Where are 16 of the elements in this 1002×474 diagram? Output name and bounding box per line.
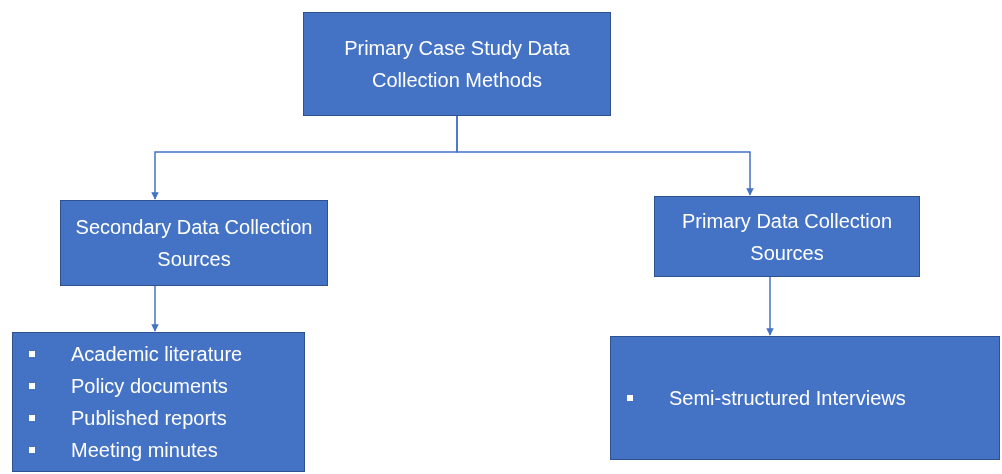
- list-item: Semi-structured Interviews: [669, 386, 906, 411]
- arrow: [151, 285, 159, 332]
- list-item: Meeting minutes: [71, 438, 218, 463]
- arrow: [766, 276, 774, 336]
- box-title: Primary Case Study Data Collection Methods: [343, 36, 571, 93]
- list-box: [12, 332, 305, 472]
- list-box: [610, 336, 1000, 460]
- process-box: [60, 200, 328, 286]
- process-box: [654, 196, 920, 277]
- list-item: Academic literature: [71, 342, 243, 367]
- arrow: [456, 115, 754, 196]
- list-item: Published reports: [71, 406, 227, 431]
- list-item: Policy documents: [71, 374, 228, 399]
- box-title: Secondary Data Collection Sources: [74, 215, 314, 272]
- box-title: Primary Data Collection Sources: [680, 208, 894, 266]
- process-box: [303, 12, 611, 116]
